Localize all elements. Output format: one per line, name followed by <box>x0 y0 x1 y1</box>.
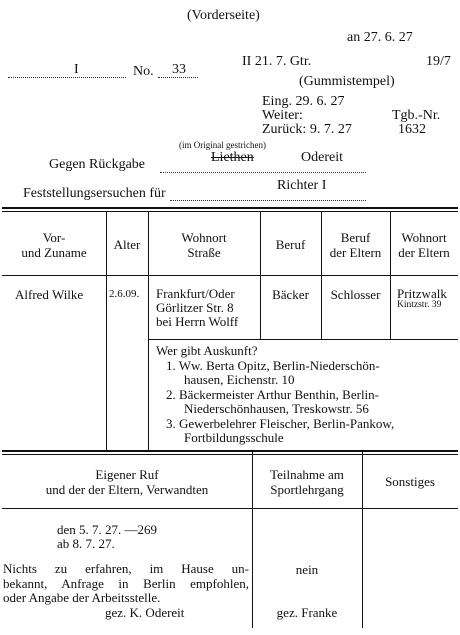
sport-signature: gez. Franke <box>276 605 338 620</box>
no-value: 33 <box>172 62 186 77</box>
info-item-1-cont: hausen, Eichenstr. 10 <box>184 372 295 387</box>
request-line <box>170 200 366 201</box>
cell-job: Bäcker <box>272 287 309 302</box>
cell-parent-address: Pritzwalk Kintzstr. 39 <box>397 286 447 310</box>
cell-parent-job: Schlosser <box>330 287 381 302</box>
return-struck-name: Liethen <box>211 150 254 165</box>
cell-age: 2.6.09. <box>109 288 140 300</box>
zurueck: Zurück: 9. 7. 27 <box>262 122 352 137</box>
table2-top-border <box>2 450 458 452</box>
reputation-text: Nichts zu erfahren, im Hause un- bekannt… <box>3 561 249 620</box>
table1-vline-2 <box>148 211 149 450</box>
page-side-label: (Vorderseite) <box>187 8 260 23</box>
tgb-label: Tgb.-Nr. <box>392 108 441 123</box>
info-item-3: 3. Gewerbelehrer Fleischer, Berlin-Panko… <box>166 415 395 431</box>
request-label: Feststellungsersuchen für <box>23 186 166 201</box>
return-label: Gegen Rückgabe <box>49 157 146 172</box>
table2-top-border-inner <box>2 454 458 455</box>
no-line <box>158 77 198 78</box>
info-block: Wer gibt Auskunft? 1. Ww. Berta Opitz, B… <box>156 343 395 446</box>
stamp-label: (Gummistempel) <box>299 74 395 89</box>
cell-name: Alfred Wilke <box>15 287 84 302</box>
return-line <box>160 172 366 173</box>
ref: II 21. 7. Gtr. <box>242 54 312 69</box>
table1-vline-1 <box>106 211 107 450</box>
table2-vline-2 <box>362 452 363 628</box>
code-left-line <box>8 77 126 78</box>
tgb-value: 1632 <box>398 122 426 137</box>
reputation-date: den 5. 7. 27. —269 ab 8. 7. 27. <box>57 522 158 551</box>
info-title: Wer gibt Auskunft? <box>156 343 258 358</box>
table1-vline-5 <box>390 211 391 339</box>
header-name: Vor-und Zuname <box>21 230 87 260</box>
ref-right: 19/7 <box>426 54 451 69</box>
info-item-2-cont: Niederschönhausen, Treskowstr. 56 <box>184 401 369 416</box>
eing: Eing. 29. 6. 27 <box>262 94 345 109</box>
table1-top-border <box>2 207 458 209</box>
header-job: Beruf <box>275 237 306 252</box>
info-item-1: 1. Ww. Berta Opitz, Berlin-Niederschön- <box>166 357 380 373</box>
table1-vline-3 <box>260 211 261 339</box>
cell-address: Frankfurt/Oder Görlitzer Str. 8 bei Herr… <box>156 286 239 329</box>
table2-header-divider <box>2 508 458 509</box>
original-note: (im Original gestrichen) <box>179 140 266 150</box>
table1-info-divider <box>148 339 458 340</box>
table1-header-divider <box>2 275 458 276</box>
reputation-signature: gez. K. Odereit <box>105 604 185 620</box>
table1-top-border-inner <box>2 211 458 212</box>
header-age: Alter <box>113 237 141 252</box>
return-name: Odereit <box>301 150 343 165</box>
date-an: an 27. 6. 27 <box>347 30 413 45</box>
request-value: Richter I <box>277 178 327 193</box>
table2-vline-1 <box>252 452 253 628</box>
no-label: No. <box>133 64 154 79</box>
code-left: I <box>74 62 79 77</box>
table1-vline-4 <box>321 211 322 339</box>
header-other: Sonstiges <box>385 474 435 489</box>
weiter: Weiter: <box>262 108 303 123</box>
info-item-2: 2. Bäckermeister Arthur Benthin, Berlin- <box>166 386 380 402</box>
sport-value: nein <box>295 562 319 577</box>
info-item-3-cont: Fortbildungsschule <box>184 430 284 445</box>
